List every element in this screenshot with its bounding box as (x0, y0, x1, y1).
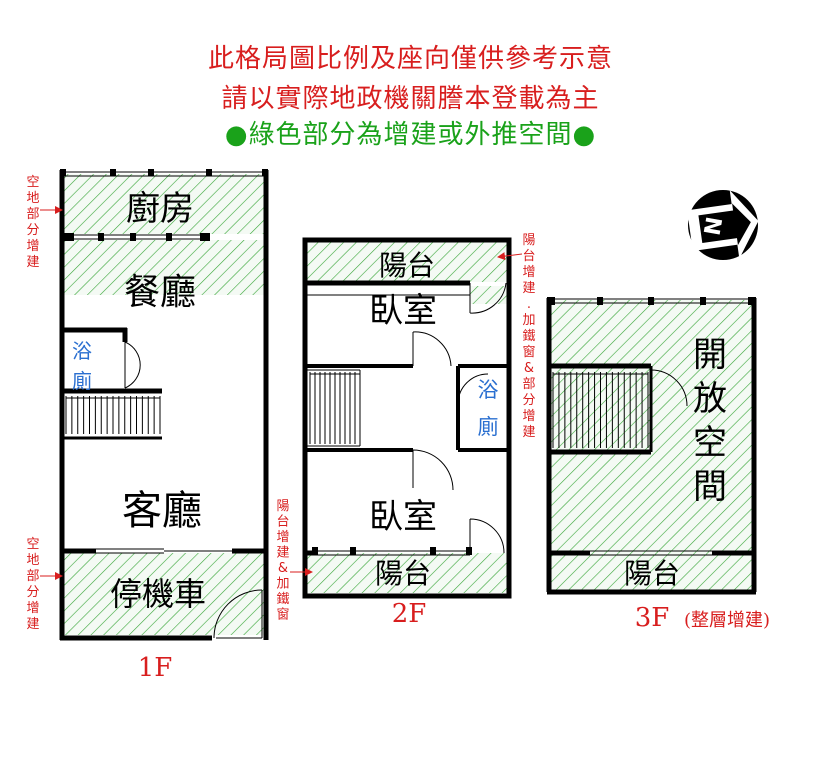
compass-label: N (701, 215, 729, 237)
vertical-char: 間 (693, 467, 727, 507)
room-label-balcony-bottom: 陽台 (375, 557, 431, 590)
vertical-char: 分 (522, 393, 535, 408)
vertical-char: 增 (276, 530, 289, 545)
vertical-char: 鐵 (522, 328, 535, 344)
vertical-char: 部 (26, 207, 39, 222)
room-label-bedroom-bottom: 臥室 (369, 497, 437, 537)
vertical-char: 加 (276, 577, 289, 592)
note-2f-right-arrow (497, 252, 523, 261)
room-label-bedroom-top: 臥室 (369, 291, 437, 331)
vertical-char: 分 (26, 223, 39, 238)
disclaimer-line-1: 此格局圖比例及座向僅供參考示意 (207, 44, 613, 74)
vertical-char: 增 (26, 239, 39, 254)
vertical-char: 分 (26, 585, 39, 600)
floor-3f-sublabel: (整層增建) (684, 610, 770, 631)
vertical-char: 窗 (276, 607, 289, 623)
vertical-char: & (524, 361, 534, 376)
vertical-char: 鐵 (276, 591, 289, 607)
vertical-char: 台 (276, 515, 289, 530)
room-label-balcony-3f: 陽台 (624, 557, 680, 590)
vertical-char: 部 (522, 377, 535, 392)
room-label-kitchen: 廚房 (126, 189, 194, 229)
balcony-bottom-addition-area (307, 553, 507, 593)
room-label-bath-1f-a: 浴 (72, 339, 92, 363)
stairs-2f (309, 372, 361, 444)
vertical-char: 開 (693, 335, 727, 375)
room-label-living: 客廳 (122, 488, 202, 534)
room-label-parking: 停機車 (110, 575, 206, 613)
room-label-dining: 餐廳 (124, 272, 196, 313)
vertical-char: 陽 (276, 499, 289, 514)
vertical-char: 空 (693, 423, 727, 463)
vertical-char: 增 (522, 265, 535, 280)
vertical-char: 增 (26, 601, 39, 616)
room-label-bath-2f-b: 廁 (478, 415, 499, 439)
vertical-char: 陽 (522, 233, 535, 248)
vertical-char: . (527, 297, 531, 312)
floor-1f-plan (59, 169, 269, 641)
vertical-char: 地 (26, 191, 39, 206)
room-label-bath-2f-a: 浴 (478, 378, 499, 402)
stairs-1f (65, 396, 161, 434)
vertical-char: 部 (26, 569, 39, 584)
room-label-balcony-top: 陽台 (379, 249, 435, 282)
stairs-3f (552, 372, 649, 448)
floor-label-2f: 2F (392, 599, 427, 629)
vertical-char: 建 (522, 425, 535, 440)
vertical-char: 建 (522, 281, 535, 296)
floor-3f-plan (546, 297, 757, 595)
vertical-char: 地 (26, 553, 39, 568)
floor-label-3f: 3F (635, 603, 670, 633)
vertical-char: 窗 (522, 344, 535, 360)
vertical-char: 空 (26, 537, 39, 552)
vertical-char: & (278, 561, 288, 576)
floor-label-1f: 1F (138, 653, 173, 683)
vertical-char: 建 (26, 617, 39, 632)
vertical-char: 放 (693, 379, 727, 419)
legend-green-note: ●綠色部分為增建或外推空間● (224, 120, 597, 150)
vertical-char: 加 (522, 313, 535, 328)
vertical-char: 空 (26, 175, 39, 190)
disclaimer-line-2: 請以實際地政機關謄本登載為主 (221, 84, 600, 114)
vertical-char: 建 (276, 546, 289, 561)
floor-2f-plan (302, 237, 512, 599)
north-arrow-icon: N (687, 190, 759, 260)
kitchen-addition-area (62, 174, 266, 234)
balcony-top-addition-area (307, 242, 507, 282)
vertical-char: 台 (522, 249, 535, 264)
vertical-char: 增 (522, 409, 535, 424)
dining-addition-area (62, 240, 266, 295)
room-label-bath-1f-b: 廁 (72, 369, 92, 393)
parking-addition-area (62, 553, 266, 635)
vertical-char: 建 (26, 255, 39, 270)
